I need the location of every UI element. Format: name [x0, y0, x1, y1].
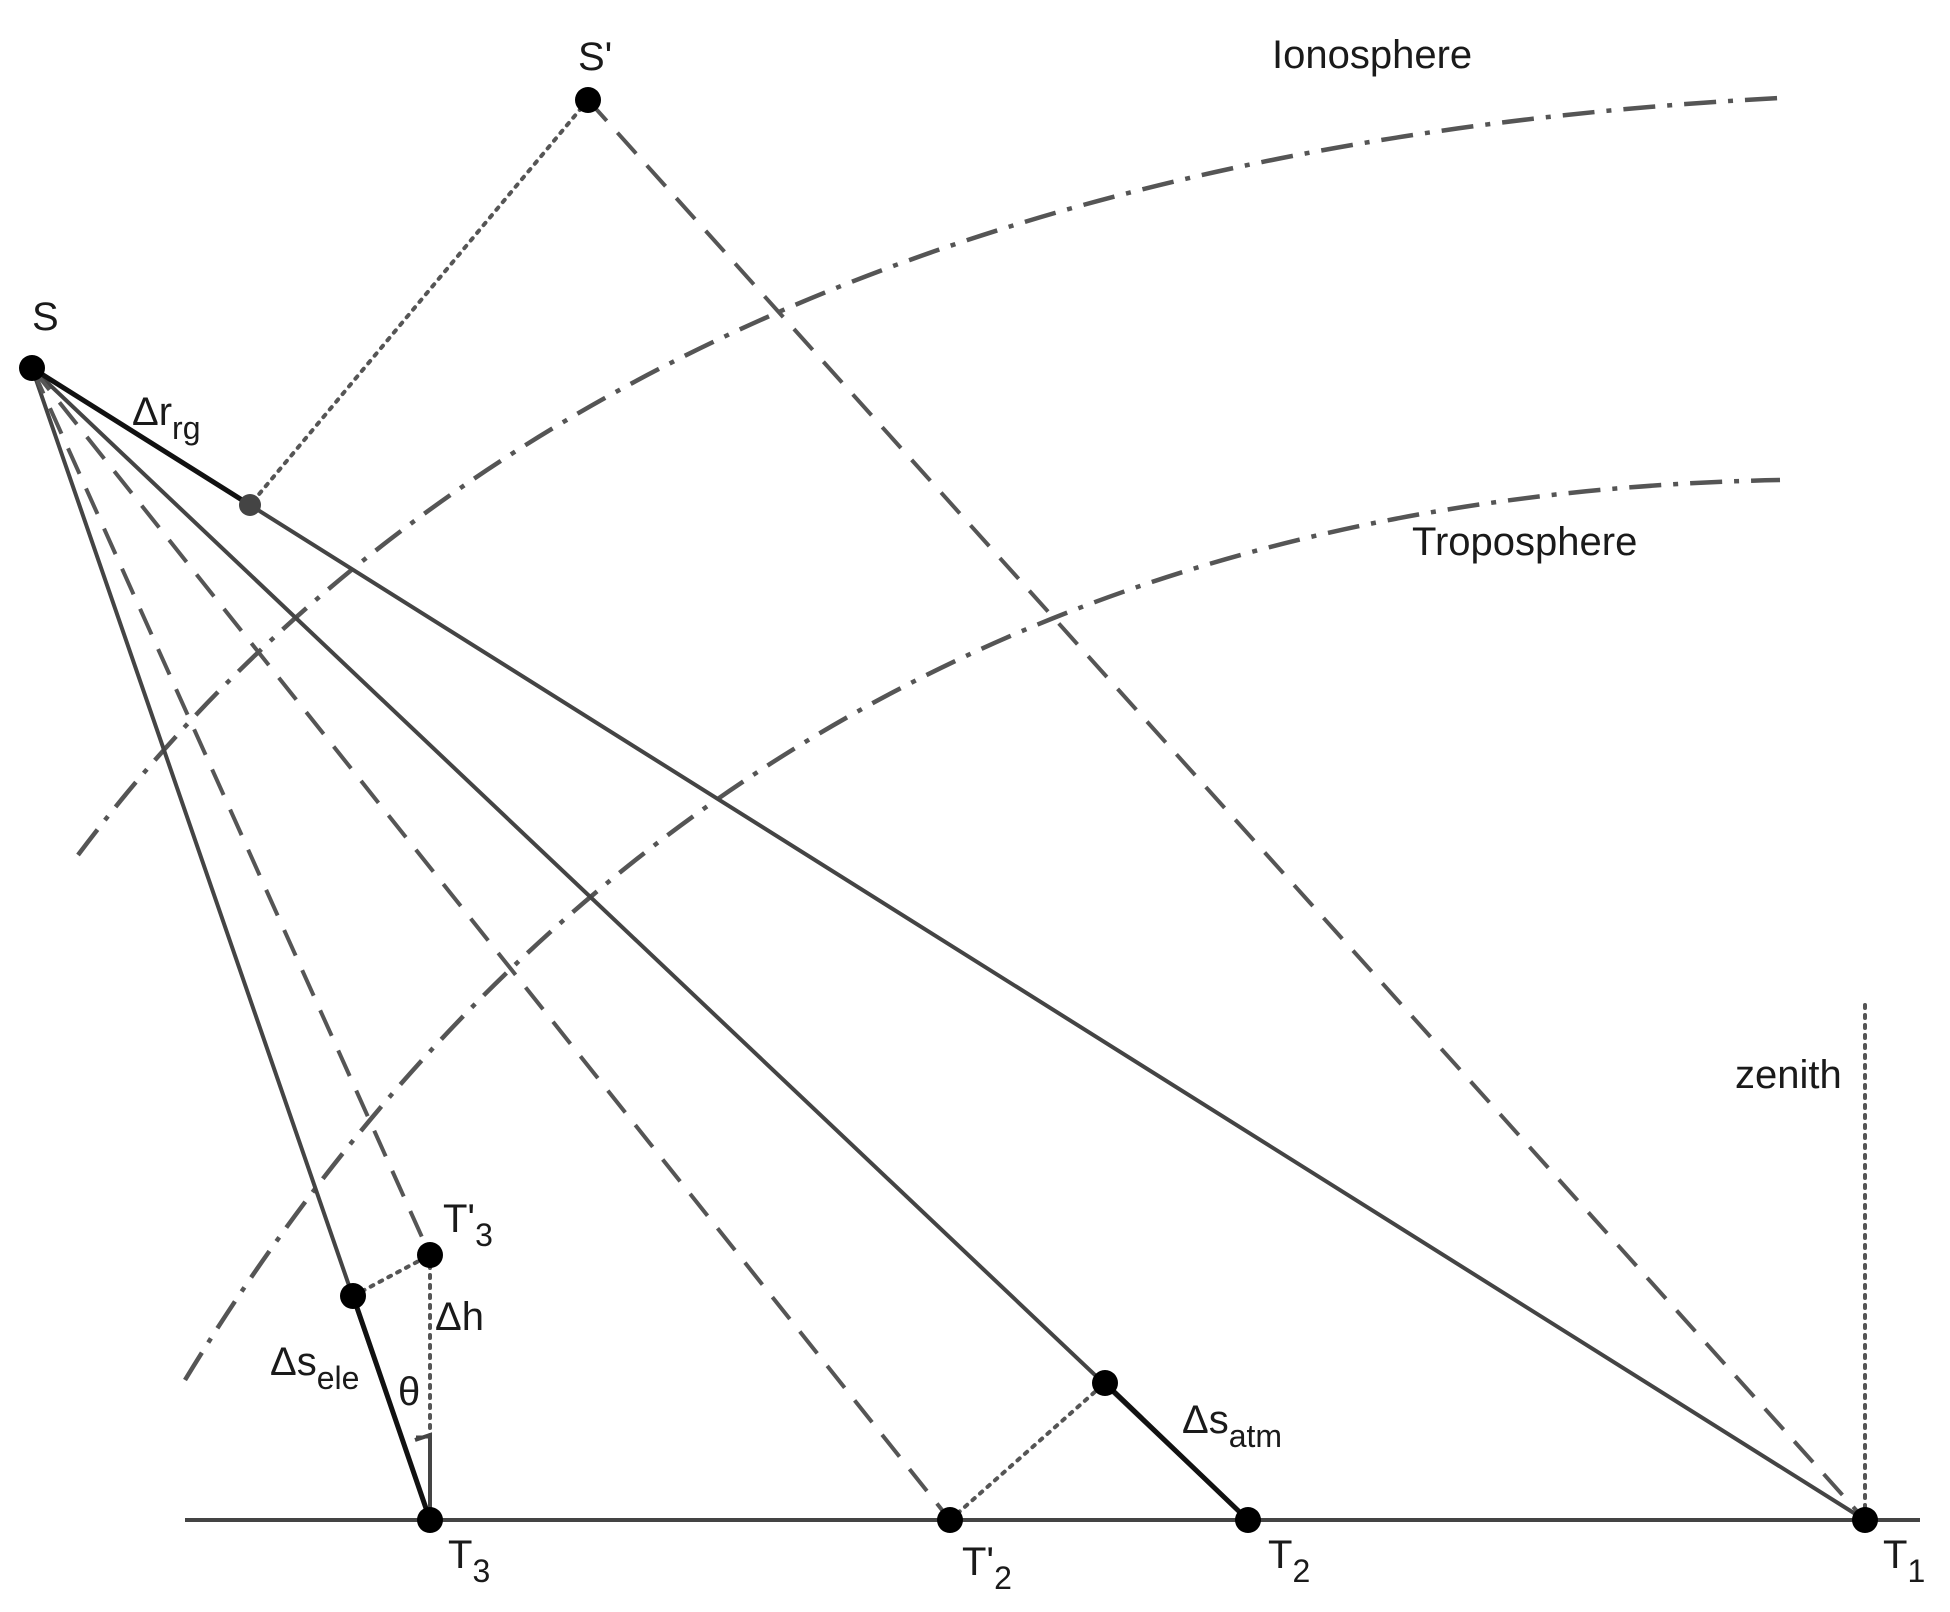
label-theta: θ [398, 1370, 420, 1414]
label-t3-prime: T'3 [443, 1197, 493, 1253]
label-t2-base: T [1268, 1533, 1292, 1577]
point-t2-prime [937, 1507, 963, 1533]
dot-ele-t3prime [351, 1253, 432, 1298]
dot-sprime-rg [248, 98, 590, 507]
ionosphere-boundary [76, 95, 1781, 857]
label-delta-s-ele: Δsele [270, 1340, 359, 1396]
label-t2-prime-sub: 2 [994, 1560, 1012, 1596]
label-delta-h: Δh [435, 1295, 484, 1339]
ray-s-t2 [30, 366, 1250, 1522]
label-delta-r-rg-base: Δr [132, 390, 172, 434]
label-delta-s-ele-base: Δs [270, 1340, 317, 1384]
label-troposphere: Troposphere [1412, 520, 1637, 564]
label-delta-r-rg-sub: rg [172, 410, 200, 446]
label-delta-s-atm-sub: atm [1229, 1418, 1282, 1454]
point-rg [239, 494, 261, 516]
point-t3-prime [417, 1242, 443, 1268]
point-s [19, 355, 45, 381]
segment-delta-s-ele [350, 1295, 433, 1521]
dash-sprime-t1 [586, 98, 1867, 1522]
label-t2-prime: T'2 [962, 1540, 1012, 1596]
label-t3: T3 [448, 1533, 490, 1589]
label-delta-s-ele-sub: ele [317, 1360, 360, 1396]
label-t3-prime-sub: 3 [475, 1217, 493, 1253]
point-t3 [417, 1507, 443, 1533]
point-ele [340, 1283, 366, 1309]
dash-s-t2prime [30, 366, 952, 1522]
point-t2 [1235, 1507, 1261, 1533]
label-t2-prime-base: T' [962, 1540, 994, 1584]
label-ionosphere: Ionosphere [1272, 33, 1472, 77]
segment-delta-r-rg [30, 365, 252, 508]
label-s: S [32, 295, 59, 339]
label-t2-sub: 2 [1292, 1553, 1310, 1589]
label-delta-s-atm-base: Δs [1182, 1398, 1229, 1442]
troposphere-boundary [183, 477, 1781, 1382]
point-s-prime [575, 87, 601, 113]
label-zenith: zenith [1735, 1053, 1842, 1097]
label-t1-sub: 1 [1907, 1553, 1925, 1589]
label-t3-base: T [448, 1533, 472, 1577]
dash-s-t3prime [30, 367, 432, 1256]
segment-delta-s-atm [1103, 1381, 1250, 1522]
label-t2: T2 [1268, 1533, 1310, 1589]
point-atm [1092, 1370, 1118, 1396]
label-t3-sub: 3 [472, 1553, 490, 1589]
dot-t2prime-atm [948, 1381, 1107, 1522]
label-delta-s-atm: Δsatm [1182, 1398, 1282, 1454]
point-t1 [1852, 1507, 1878, 1533]
label-t1-base: T [1883, 1533, 1907, 1577]
label-t1: T1 [1883, 1533, 1925, 1589]
label-s-prime: S' [578, 35, 612, 79]
label-t3-prime-base: T' [443, 1197, 475, 1241]
label-delta-r-rg: Δrrg [132, 390, 201, 446]
ray-s-t1 [30, 366, 1867, 1522]
